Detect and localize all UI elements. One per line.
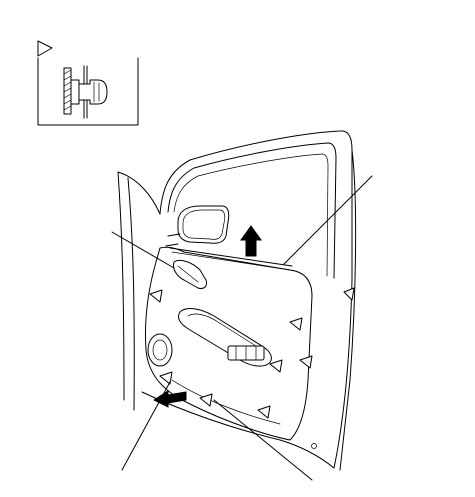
side-mirror: [165, 205, 230, 247]
panel-clips: [149, 287, 355, 449]
clip-detail-inset: [37, 40, 139, 126]
door-edge: [333, 149, 357, 471]
window-frame-inner: [167, 142, 337, 279]
callout-leader-lower-left: [121, 381, 171, 471]
pull-out-arrow: [152, 390, 187, 408]
door-bottom: [141, 391, 335, 469]
lift-up-arrow: [240, 225, 262, 257]
inset-frame: [37, 57, 139, 126]
callout-leader-upper-right: [283, 175, 373, 265]
callout-leader-lower-right: [213, 399, 313, 481]
window-frame-outer: [159, 130, 353, 281]
clip-fastener: [63, 65, 108, 119]
door-trim-panel: [145, 246, 313, 441]
a-pillar: [117, 171, 161, 411]
vehicle-door: [117, 130, 357, 471]
inset-triangle-marker: [37, 40, 53, 57]
window-glass: [173, 153, 329, 277]
inner-door-handle: [173, 259, 207, 289]
callout-leader-upper-left: [111, 231, 175, 269]
speaker-grille: [147, 333, 173, 367]
